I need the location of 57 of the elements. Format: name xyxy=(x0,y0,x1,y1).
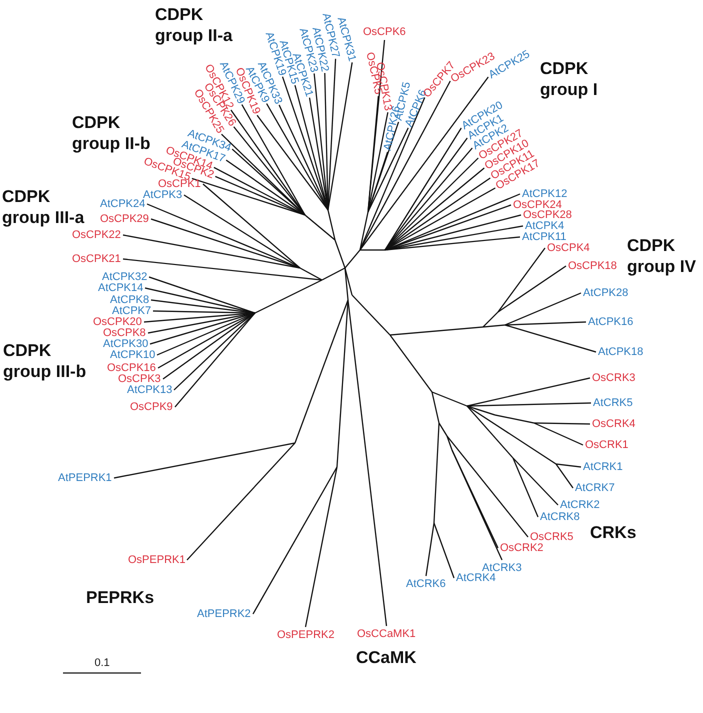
taxon-label: AtCPK12 xyxy=(522,188,568,200)
taxon-label: AtCPK3 xyxy=(143,188,182,200)
clade-label: CDPK group III-b xyxy=(3,340,88,382)
taxon-label: OsCPK6 xyxy=(363,26,406,38)
taxon-label: OsCPK8 xyxy=(103,326,146,339)
scale-value: 0.1 xyxy=(94,657,110,670)
taxon-label: AtCPK8 xyxy=(110,294,150,306)
taxon-label: OsCPK18 xyxy=(568,260,617,272)
taxon-label: OsCPK20 xyxy=(93,316,142,328)
clade-label: CRKs xyxy=(590,522,638,543)
taxon-label: OsCRK4 xyxy=(592,418,636,430)
taxon-label: OsCRK5 xyxy=(530,530,574,543)
clade-label: CCaMK xyxy=(356,647,418,668)
taxon-label: AtCPK24 xyxy=(100,198,146,210)
taxon-label: AtCPK4 xyxy=(525,220,564,232)
taxon-label: AtCPK7 xyxy=(112,304,152,317)
taxon-label: OsCRK1 xyxy=(585,438,628,452)
taxon-label: OsCPK28 xyxy=(523,208,572,221)
clade-label: CDPK group IV xyxy=(627,235,697,277)
clade-label: CDPK group II-b xyxy=(72,112,152,154)
taxon-label: OsCCaMK1 xyxy=(357,628,416,640)
taxon-label: OsCPK24 xyxy=(513,198,562,210)
clade-label: PEPRKs xyxy=(86,587,156,608)
taxon-label: OsCPK1 xyxy=(158,178,201,190)
taxon-label: OsCPK29 xyxy=(100,212,149,226)
clade-label: CDPK group I xyxy=(540,58,599,100)
taxon-label: AtCPK14 xyxy=(98,282,144,294)
taxon-label: AtCRK1 xyxy=(583,460,623,474)
taxon-label: AtCRK8 xyxy=(540,510,580,524)
taxon-label: AtCPK18 xyxy=(598,346,644,358)
taxon-label: AtCPK11 xyxy=(522,230,566,243)
taxon-label: AtPEPRK2 xyxy=(197,608,251,620)
taxon-label: OsCPK16 xyxy=(107,362,156,374)
taxon-label: AtCRK3 xyxy=(482,562,522,574)
taxon-label: AtPEPRK1 xyxy=(58,472,112,484)
taxon-label: AtCPK10 xyxy=(110,348,156,362)
taxon-label: AtCPK30 xyxy=(103,338,148,350)
taxon-label: OsCPK3 xyxy=(118,372,161,385)
taxon-label: OsPEPRK1 xyxy=(128,554,186,566)
taxon-label: OsCPK21 xyxy=(72,252,121,266)
taxon-label: OsCRK3 xyxy=(592,372,636,384)
taxon-label: AtCPK28 xyxy=(583,286,628,300)
taxon-label: AtCPK13 xyxy=(127,384,172,396)
taxon-label: AtCRK6 xyxy=(406,578,446,590)
taxon-label: OsPEPRK2 xyxy=(277,628,334,642)
clade-label: CDPK group II-a xyxy=(155,4,234,46)
taxon-label: OsCRK2 xyxy=(500,542,544,554)
taxon-label: AtCPK16 xyxy=(588,316,634,328)
taxon-label: AtCRK2 xyxy=(560,498,600,512)
taxon-label: AtCPK32 xyxy=(102,270,148,283)
taxon-label: AtCRK7 xyxy=(575,482,615,494)
taxon-label: OsCPK9 xyxy=(130,400,173,414)
taxon-label: OsCPK22 xyxy=(72,228,121,242)
taxon-label: OsCPK4 xyxy=(547,242,590,254)
clade-label: CDPK group III-a xyxy=(2,186,86,228)
taxon-label: AtCRK4 xyxy=(456,572,496,584)
taxon-label: AtCRK5 xyxy=(593,396,633,410)
